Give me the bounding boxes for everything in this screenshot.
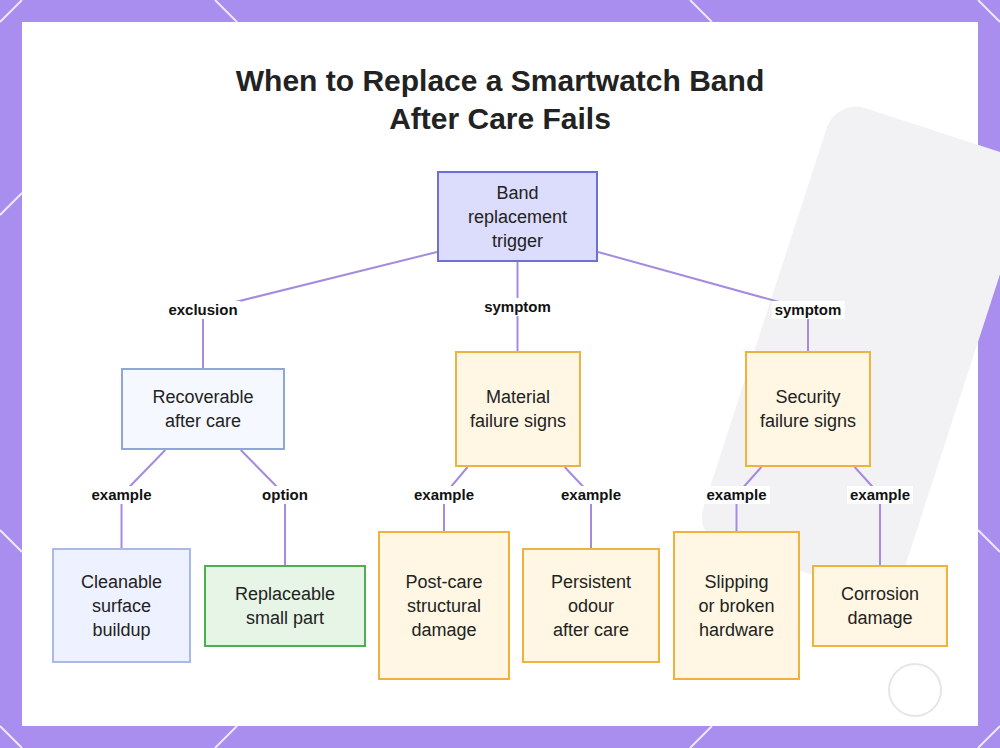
edge-label: symptom bbox=[481, 298, 554, 316]
process-box: Band replacement trigger bbox=[437, 171, 598, 262]
logo-mark bbox=[889, 664, 941, 716]
box-text: Post-care structural damage bbox=[389, 570, 499, 642]
edge-label: example bbox=[88, 486, 154, 504]
box-text: Corrosion damage bbox=[825, 582, 935, 630]
process-box: Post-care structural damage bbox=[378, 531, 510, 680]
edge-label: example bbox=[703, 486, 769, 504]
process-box: Material failure signs bbox=[455, 351, 581, 467]
box-text: Slipping or broken hardware bbox=[694, 570, 779, 642]
box-text: Security failure signs bbox=[758, 385, 858, 433]
process-box: Slipping or broken hardware bbox=[673, 531, 800, 680]
process-box: Recoverable after care bbox=[121, 368, 285, 450]
process-box: Replaceable small part bbox=[204, 565, 366, 647]
process-box: Persistent odour after care bbox=[522, 548, 660, 663]
connector bbox=[241, 450, 285, 565]
edge-label: option bbox=[259, 486, 311, 504]
box-text: Persistent odour after care bbox=[549, 570, 633, 642]
box-text: Band replacement trigger bbox=[458, 181, 578, 253]
process-box: Security failure signs bbox=[745, 351, 871, 467]
box-text: Replaceable small part bbox=[218, 582, 353, 630]
connector bbox=[855, 467, 880, 565]
box-text: Recoverable after care bbox=[135, 385, 271, 433]
connector bbox=[565, 467, 591, 548]
edge-label: symptom bbox=[772, 301, 845, 319]
process-box: Corrosion damage bbox=[812, 565, 948, 647]
box-text: Material failure signs bbox=[468, 385, 568, 433]
edge-label: exclusion bbox=[165, 301, 240, 319]
box-text: Cleanable surface buildup bbox=[67, 570, 177, 642]
diagram-title: When to Replace a Smartwatch Band After … bbox=[200, 62, 800, 138]
process-box: Cleanable surface buildup bbox=[52, 548, 191, 663]
faded-photo bbox=[694, 99, 1000, 601]
edge-label: example bbox=[847, 486, 913, 504]
edge-label: example bbox=[411, 486, 477, 504]
edge-label: example bbox=[558, 486, 624, 504]
